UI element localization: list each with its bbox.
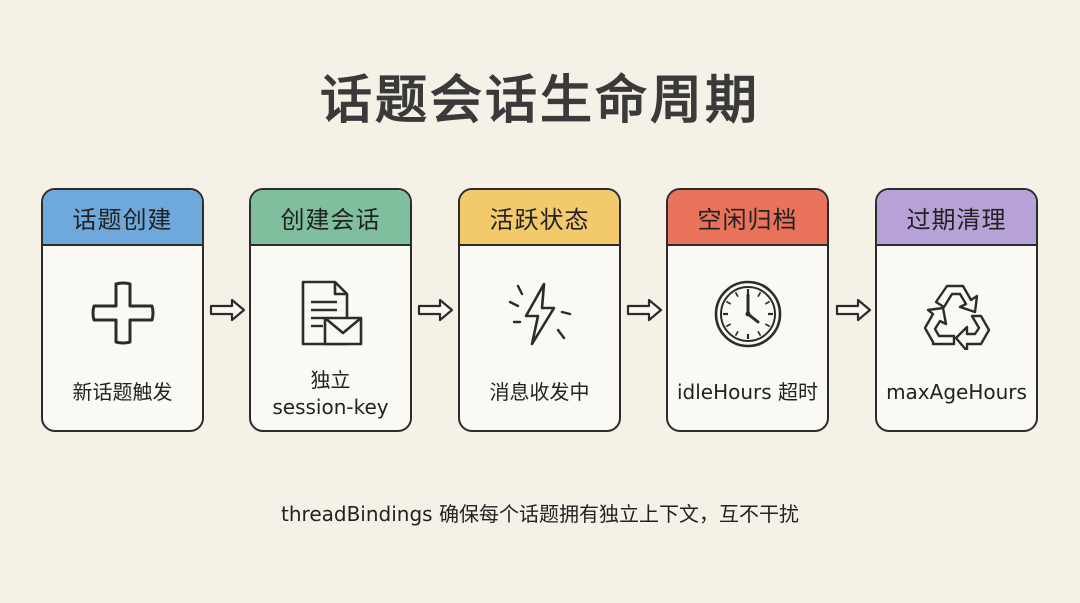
stage-card-session-created: 创建会话 独立 session-key	[249, 188, 412, 432]
arrow-right-icon	[417, 298, 454, 322]
diagram-title: 话题会话生命周期	[319, 71, 760, 131]
stage-header: 话题创建	[43, 190, 202, 246]
arrow-right-icon	[209, 298, 246, 322]
stage-description: maxAgeHours	[886, 380, 1027, 404]
arrow-right-icon	[626, 298, 663, 322]
footer-note: threadBindings 确保每个话题拥有独立上下文，互不干扰	[281, 502, 799, 526]
plus-icon	[43, 278, 202, 348]
stage-description-line-2: session-key	[272, 395, 389, 419]
stage-header: 过期清理	[877, 190, 1036, 246]
arrow-right-icon	[835, 298, 872, 322]
clock-icon	[668, 278, 827, 350]
stage-description: 消息收发中	[489, 380, 590, 404]
stage-description: 新话题触发	[72, 380, 173, 404]
lightning-icon	[460, 278, 619, 350]
recycle-icon	[877, 278, 1036, 350]
stage-card-topic-created: 话题创建 新话题触发	[41, 188, 204, 432]
stage-header: 空闲归档	[668, 190, 827, 246]
stage-description: idleHours 超时	[676, 380, 819, 404]
stage-card-idle-archived: 空闲归档 idleHours 超时	[666, 188, 829, 432]
document-envelope-icon	[251, 278, 410, 350]
stage-header: 活跃状态	[460, 190, 619, 246]
stage-header: 创建会话	[251, 190, 410, 246]
stage-card-active: 活跃状态 消息收发中	[458, 188, 621, 432]
stage-card-expired-cleanup: 过期清理 maxAgeHours	[875, 188, 1038, 432]
stage-description-line-1: 独立	[310, 368, 351, 392]
